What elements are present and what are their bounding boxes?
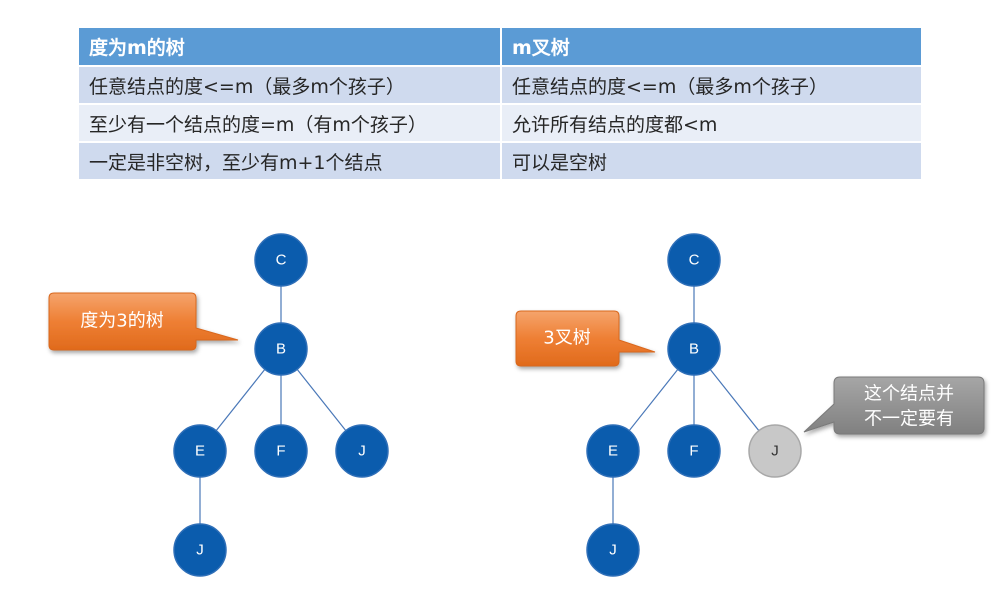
- table-cell: 至少有一个结点的度=m（有m个孩子）: [79, 104, 502, 143]
- callout-label: 3叉树: [543, 328, 590, 349]
- tree-node-j: J: [335, 424, 389, 478]
- tree-node-b: B: [254, 322, 308, 376]
- node-label: C: [276, 252, 287, 269]
- node-label: J: [771, 443, 779, 460]
- node-label: J: [196, 542, 204, 559]
- node-label: B: [689, 341, 699, 358]
- callout-3-ary-tree: [515, 310, 656, 367]
- table-cell: 任意结点的度<=m（最多m个孩子）: [79, 66, 502, 105]
- tree-node-c: C: [667, 233, 721, 287]
- callout-label: 度为3的树: [80, 311, 163, 332]
- note-line-1: 这个结点并: [864, 384, 954, 405]
- right-tree: C B E F J J 3叉树 这个结点并 不一定要有: [515, 233, 985, 577]
- tree-node-e: E: [173, 424, 227, 478]
- table-row: 任意结点的度<=m（最多m个孩子） 任意结点的度<=m（最多m个孩子）: [79, 66, 923, 105]
- tree-node-c: C: [254, 233, 308, 287]
- tree-node-f: F: [667, 424, 721, 478]
- node-label: J: [358, 443, 366, 460]
- table-row: 一定是非空树，至少有m+1个结点 可以是空树: [79, 142, 923, 181]
- node-label: F: [276, 443, 285, 460]
- header-degree-m-tree: 度为m的树: [79, 28, 502, 67]
- tree-node-j-leaf: J: [586, 523, 640, 577]
- node-label: J: [609, 542, 617, 559]
- node-label: F: [689, 443, 698, 460]
- table-cell: 一定是非空树，至少有m+1个结点: [79, 142, 502, 181]
- tree-node-j-optional: J: [748, 424, 802, 478]
- callout-degree-3-tree: [48, 292, 239, 351]
- table-header-row: 度为m的树 m叉树: [79, 28, 923, 67]
- table-row: 至少有一个结点的度=m（有m个孩子） 允许所有结点的度都<m: [79, 104, 923, 143]
- comparison-table: 度为m的树 m叉树 任意结点的度<=m（最多m个孩子） 任意结点的度<=m（最多…: [79, 28, 923, 181]
- tree-node-j-leaf: J: [173, 523, 227, 577]
- node-label: E: [608, 443, 618, 460]
- tree-node-b: B: [667, 322, 721, 376]
- table-cell: 任意结点的度<=m（最多m个孩子）: [501, 66, 923, 105]
- tree-node-f: F: [254, 424, 308, 478]
- node-label: E: [195, 443, 205, 460]
- tree-node-e: E: [586, 424, 640, 478]
- header-m-ary-tree: m叉树: [501, 28, 923, 67]
- note-optional-node: [803, 376, 985, 435]
- table-cell: 可以是空树: [501, 142, 923, 181]
- left-tree: C B E F J J 度为3的树: [48, 233, 389, 577]
- note-line-2: 不一定要有: [864, 409, 954, 430]
- table-cell: 允许所有结点的度都<m: [501, 104, 923, 143]
- node-label: C: [689, 252, 700, 269]
- node-label: B: [276, 341, 286, 358]
